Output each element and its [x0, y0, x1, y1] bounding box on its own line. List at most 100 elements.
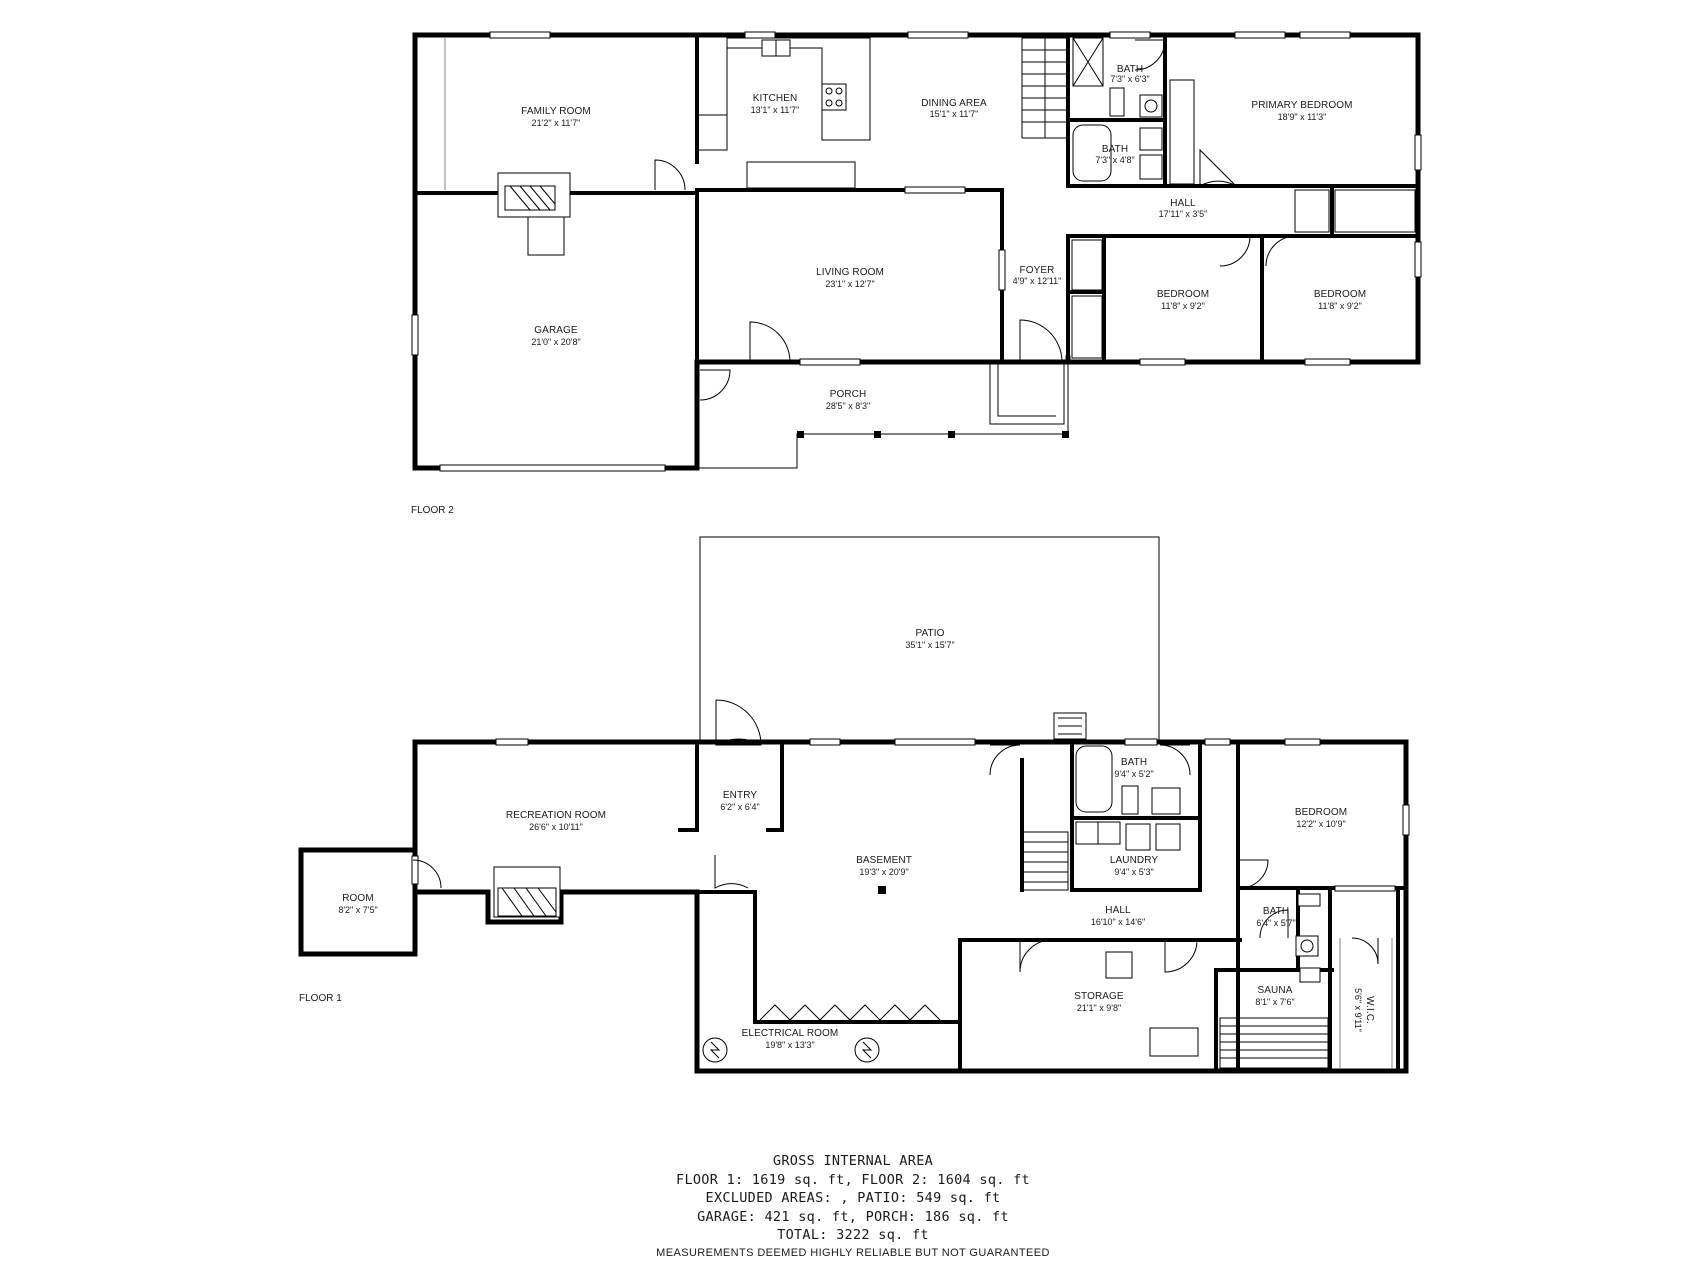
- room-name: BASEMENT: [856, 855, 912, 866]
- room-name: PATIO: [915, 628, 944, 639]
- fireplace-hearth: [497, 887, 557, 917]
- floor-1-interior-wall: [766, 740, 784, 832]
- window: [439, 464, 666, 472]
- room-name: BEDROOM: [1157, 289, 1209, 300]
- fireplace-hatch: [501, 887, 557, 917]
- summary-excluded-areas: EXCLUDED AREAS: , PATIO: 549 sq. ft: [705, 1190, 1001, 1206]
- door-swing: [1239, 859, 1269, 889]
- room-name: SAUNA: [1258, 985, 1293, 996]
- patio-outline: [699, 536, 1160, 742]
- window: [809, 738, 841, 746]
- stairs-icon: [1021, 831, 1069, 891]
- room-name: FOYER: [1020, 265, 1055, 276]
- room-dimensions: 17'11" x 3'5": [1159, 209, 1208, 219]
- room-dimensions: 21'1" x 9'8": [1077, 1003, 1121, 1013]
- summary-floor-areas: FLOOR 1: 1619 sq. ft, FLOOR 2: 1604 sq. …: [676, 1171, 1030, 1188]
- closet-icon: [1294, 189, 1330, 233]
- room-dimensions: 6'4" x 5'7": [1256, 918, 1295, 928]
- room-name: STORAGE: [1074, 991, 1124, 1002]
- door-swing: [1259, 909, 1289, 939]
- washer-icon: [1125, 823, 1151, 851]
- sink-icon: [1295, 935, 1319, 957]
- door-swing: [699, 369, 731, 401]
- room-name: W.I.C.: [1364, 996, 1375, 1024]
- room-name: GARAGE: [534, 325, 578, 336]
- room-annex-wall: [298, 847, 418, 957]
- room-name: ENTRY: [723, 790, 757, 801]
- room-dimensions: 4'9" x 12'11": [1013, 276, 1062, 286]
- sink-icon: [1139, 94, 1163, 118]
- room-name: LAUNDRY: [1110, 855, 1159, 866]
- summary-disclaimer: MEASUREMENTS DEEMED HIGHLY RELIABLE BUT …: [656, 1246, 1050, 1259]
- floor-2-interior-wall: [695, 188, 1004, 364]
- window: [744, 31, 776, 39]
- door-swing: [1159, 744, 1191, 776]
- window: [489, 31, 551, 39]
- window: [1304, 358, 1351, 366]
- stove-burner: [825, 99, 833, 107]
- room-name: FAMILY ROOM: [521, 106, 591, 117]
- window: [1234, 31, 1286, 39]
- window: [904, 186, 966, 194]
- door-swing: [749, 321, 791, 363]
- room-name: KITCHEN: [753, 93, 798, 104]
- room-name: BEDROOM: [1314, 289, 1366, 300]
- sink-icon: [1144, 99, 1158, 113]
- room-dimensions: 12'2" x 10'9": [1296, 819, 1345, 829]
- closet-icon: [1071, 239, 1103, 291]
- porch-post: [948, 431, 955, 438]
- room-dimensions: 18'9" x 11'3": [1278, 112, 1327, 122]
- sink-icon: [1151, 787, 1181, 815]
- door-swing: [1164, 939, 1198, 973]
- floor-1-interior-wall: [678, 740, 699, 832]
- window: [411, 314, 419, 356]
- summary-title: GROSS INTERNAL AREA: [772, 1153, 934, 1169]
- window: [411, 855, 419, 885]
- room-name: RECREATION ROOM: [506, 810, 606, 821]
- shower-icon: [1072, 37, 1104, 87]
- room-dimensions: 7'3" x 6'3": [1110, 74, 1149, 84]
- toilet-icon: [1297, 893, 1321, 907]
- dryer-icon: [1155, 823, 1181, 851]
- room-dimensions: 15'1" x 11'7": [930, 109, 979, 119]
- room-dimensions: 35'1" x 15'7": [905, 640, 954, 650]
- door-swing: [412, 859, 442, 889]
- kitchen-island: [746, 161, 856, 189]
- door-swing: [714, 855, 749, 889]
- stairs-icon: [1022, 841, 1068, 883]
- closet-icon: [1169, 79, 1195, 185]
- kitchen-counter: [726, 37, 871, 141]
- meter-icon: [1058, 717, 1082, 735]
- stove-icon: [821, 83, 847, 111]
- porch-post: [797, 431, 804, 438]
- room-dimensions: 9'4" x 5'2": [1114, 769, 1153, 779]
- window: [998, 249, 1006, 291]
- room-name: HALL: [1105, 905, 1131, 916]
- room-name: PRIMARY BEDROOM: [1251, 100, 1352, 111]
- room-dimensions: 23'1" x 12'7": [825, 279, 874, 289]
- window: [1124, 738, 1158, 746]
- room-dimensions: 21'2" x 11'7": [532, 118, 581, 128]
- window: [1402, 804, 1410, 836]
- room-dimensions: 8'2" x 7'5": [338, 905, 377, 915]
- window: [1334, 885, 1396, 892]
- door-swing: [715, 699, 762, 746]
- door-swing: [654, 159, 686, 191]
- door-swing: [715, 700, 762, 746]
- sink-icon: [1300, 939, 1314, 953]
- electrical-panel-icon: [709, 1041, 721, 1059]
- window: [894, 738, 976, 746]
- sauna-heater-icon: [1299, 967, 1321, 983]
- floor-1-plan: PATIO 35'1" x 15'7" RECREATION ROOM 26'6…: [298, 536, 1410, 1074]
- room-name: PORCH: [830, 389, 867, 400]
- area-summary: GROSS INTERNAL AREA FLOOR 1: 1619 sq. ft…: [0, 1152, 1706, 1261]
- closet-icon: [1334, 189, 1416, 233]
- column-icon: [878, 886, 886, 894]
- electrical-panel-icon: [861, 1041, 873, 1059]
- door-swing: [1199, 148, 1237, 187]
- room-name: BATH: [1263, 906, 1289, 917]
- window: [907, 31, 969, 39]
- room-name: BEDROOM: [1295, 807, 1347, 818]
- sauna-bench: [1220, 1025, 1328, 1059]
- electrical-panel-icon: [854, 1037, 880, 1063]
